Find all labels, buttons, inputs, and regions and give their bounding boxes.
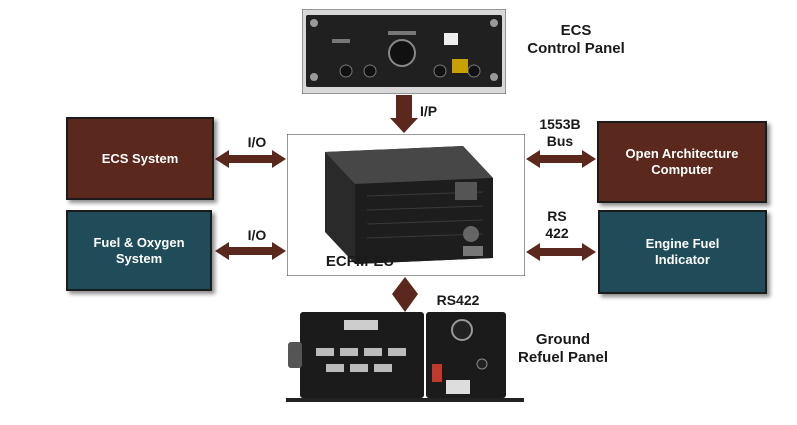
open-architecture-computer-box: Open Architecture Computer <box>597 121 767 203</box>
rs422-label: RS422 <box>436 292 480 308</box>
ecs-control-panel-title: ECS Control Panel <box>527 22 625 57</box>
ecs-system-io-arrow <box>215 150 286 168</box>
ecs-system-label: ECS System <box>101 150 179 166</box>
fuel-oxygen-system-box: Fuel & Oxygen System <box>66 210 212 291</box>
ip-down-arrow <box>390 95 418 133</box>
io-fuel-label: I/O <box>247 227 267 243</box>
fuel-oxygen-label: Fuel & Oxygen System <box>93 234 185 266</box>
ip-label: I/P <box>420 103 438 119</box>
ecfm-unit-image <box>286 133 526 277</box>
fuel-oxygen-io-arrow <box>215 242 286 260</box>
engine-fuel-label: Engine Fuel Indicator <box>645 236 720 267</box>
ecs-control-panel-image <box>301 8 507 95</box>
open-arch-label: Open Architecture Computer <box>625 146 739 177</box>
rs-422-label: RS 422 <box>545 208 569 241</box>
ground-refuel-diamond-arrow <box>392 277 418 312</box>
ground-refuel-panel-image <box>286 306 524 402</box>
ground-refuel-panel-title: Ground Refuel Panel <box>517 331 609 366</box>
open-arch-bus-arrow <box>526 150 596 168</box>
bus-1553-label: 1553B Bus <box>539 116 581 149</box>
ecfm-eu-label: ECFM-EU <box>325 253 395 270</box>
ecs-system-box: ECS System <box>66 117 214 200</box>
engine-fuel-rs422-arrow <box>526 243 596 261</box>
engine-fuel-indicator-box: Engine Fuel Indicator <box>598 210 767 294</box>
io-ecs-label: I/O <box>247 134 267 150</box>
